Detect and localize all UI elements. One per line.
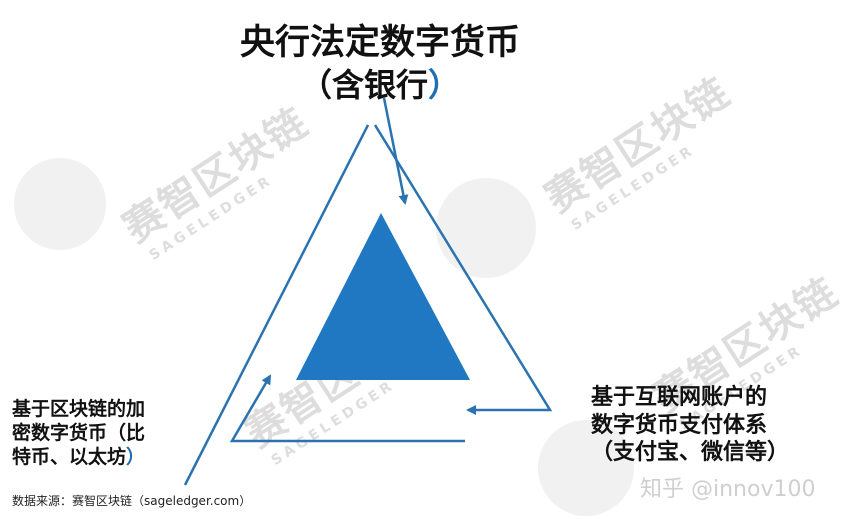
left-label-line-3: 特币、以太坊） bbox=[12, 446, 145, 470]
watermark-circle-left bbox=[14, 158, 106, 250]
top-subtitle-open: （ bbox=[299, 66, 332, 104]
top-subtitle-close: ） bbox=[428, 66, 461, 104]
left-label-close-paren: ） bbox=[126, 445, 146, 468]
right-label-line-2: 数字货币支付体系 bbox=[591, 412, 768, 438]
left-label-line-3-text: 特币、以太坊 bbox=[12, 445, 127, 468]
zhihu-watermark: 知乎 @innov100 bbox=[640, 477, 816, 502]
top-subtitle: （含银行） bbox=[0, 60, 760, 106]
source-note: 数据来源：赛智区块链（sageledger.com） bbox=[12, 494, 252, 508]
outer-triangle-right-side bbox=[373, 124, 553, 415]
watermark-circle-center bbox=[436, 178, 536, 278]
right-label-line-1: 基于互联网账户的 bbox=[591, 385, 768, 410]
inner-triangle-bottom bbox=[229, 374, 465, 443]
left-label-line-1: 基于区块链的加 bbox=[12, 398, 146, 420]
center-filled-triangle bbox=[296, 213, 470, 380]
left-label: 基于区块链的加 密数字货币（比 特币、以太坊） bbox=[12, 398, 145, 469]
outer-triangle-left-bottom bbox=[183, 124, 370, 486]
top-subtitle-text: 含银行 bbox=[331, 66, 428, 104]
left-label-line-2: 密数字货币（比 bbox=[12, 421, 146, 444]
arrow-to-top bbox=[382, 97, 409, 205]
right-label-line-3: （支付宝、微信等） bbox=[591, 440, 790, 465]
top-title: 央行法定数字货币 bbox=[239, 23, 520, 63]
right-label: 基于互联网账户的 数字货币支付体系 （支付宝、微信等） bbox=[591, 384, 789, 467]
watermark-circle-bottom bbox=[538, 420, 634, 516]
